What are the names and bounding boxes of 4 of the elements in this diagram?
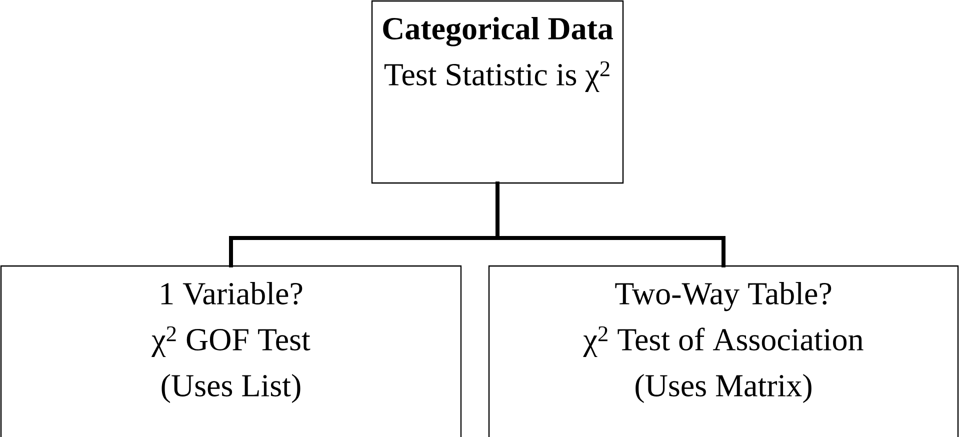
text-box: 1 Variable? χ$^{2}$ GOF Test (Uses List): [0, 265, 462, 437]
text-box: Two-Way Table? χ$^{2}$ Test of Association (Uses Matrix): [488, 265, 959, 437]
connector-line: [496, 182, 726, 268]
text-box: Categorical Data Test Statistic is χ$^{2}$: [371, 0, 624, 184]
